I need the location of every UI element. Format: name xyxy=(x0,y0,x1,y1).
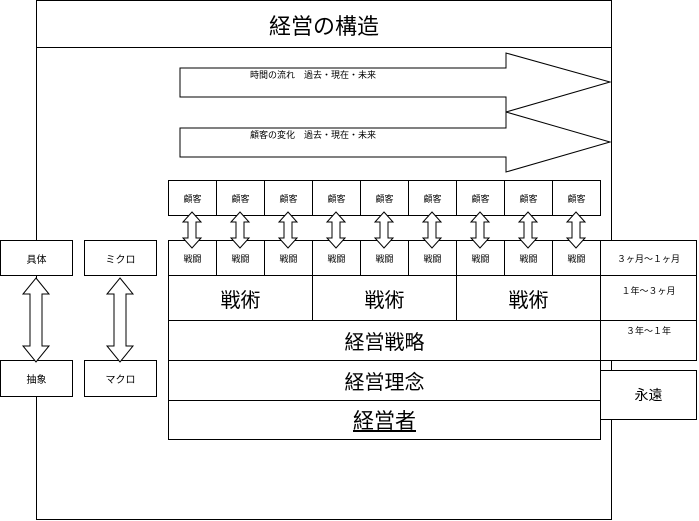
double-arrow-icon xyxy=(517,211,539,249)
double-arrow-icon xyxy=(277,211,299,249)
double-arrow-icon xyxy=(229,211,251,249)
double-arrow-icon xyxy=(421,211,443,249)
diagram-title: 経営の構造 xyxy=(268,15,379,40)
customer-cell: 顧客 xyxy=(408,180,457,216)
philosophy-cell: 経営理念 xyxy=(168,360,601,401)
macro-label: マクロ xyxy=(84,360,157,397)
manager-cell: 経営者 xyxy=(168,400,601,440)
double-arrow-icon xyxy=(325,211,347,249)
strategy-period: ３年～１年 xyxy=(600,320,697,361)
double-arrow-icon xyxy=(373,211,395,249)
customer-change-label: 顧客の変化 過去・現在・未来 xyxy=(250,131,377,141)
customer-cell: 顧客 xyxy=(552,180,601,216)
tactics-cell: 戦術 xyxy=(168,275,313,321)
tactics-cell: 戦術 xyxy=(312,275,457,321)
philosophy-period: 永遠 xyxy=(600,370,697,420)
micro-label: ミクロ xyxy=(84,240,157,276)
tactics-cell: 戦術 xyxy=(456,275,601,321)
time-flow-arrow xyxy=(179,52,612,113)
abstract-label: 抽象 xyxy=(0,360,73,397)
customer-cell: 顧客 xyxy=(456,180,505,216)
title-divider xyxy=(36,47,612,48)
double-arrow-icon xyxy=(181,211,203,249)
time-flow-label: 時間の流れ 過去・現在・未来 xyxy=(250,71,377,81)
concrete-label: 具体 xyxy=(0,240,73,276)
customer-cell: 顧客 xyxy=(216,180,265,216)
micro-macro-arrow-icon xyxy=(105,277,135,363)
customer-cell: 顧客 xyxy=(360,180,409,216)
double-arrow-icon xyxy=(469,211,491,249)
double-arrow-icon xyxy=(565,211,587,249)
concrete-abstract-arrow-icon xyxy=(21,277,51,363)
customer-change-arrow xyxy=(179,111,612,173)
